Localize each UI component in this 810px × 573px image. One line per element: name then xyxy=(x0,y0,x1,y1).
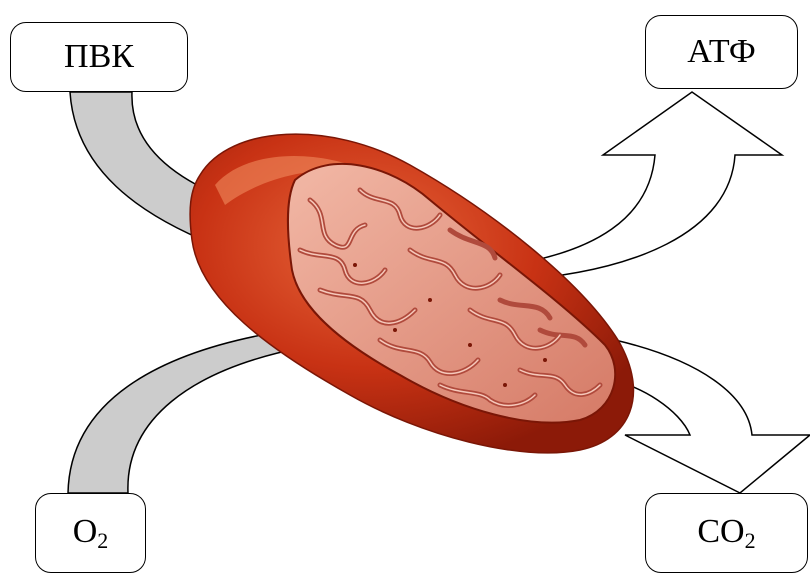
atf-label: АТФ xyxy=(687,35,755,69)
co2-label: CO2 xyxy=(697,515,755,552)
o2-box: O2 xyxy=(35,493,146,573)
pvk-box: ПВК xyxy=(10,22,188,92)
mitochondrion-illustration xyxy=(190,134,633,453)
o2-input-arrow xyxy=(68,330,300,493)
o2-label: O2 xyxy=(73,515,109,552)
pvk-label: ПВК xyxy=(64,40,134,74)
co2-box: CO2 xyxy=(645,493,808,573)
co2-output-arrow xyxy=(610,340,810,493)
atf-box: АТФ xyxy=(645,15,798,89)
